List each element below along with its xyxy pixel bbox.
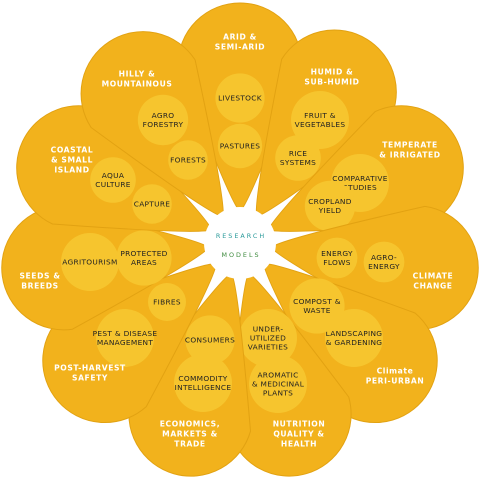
sub-item-bubble <box>185 315 235 365</box>
sub-item-label: AGRITOURISM <box>62 258 117 267</box>
sub-item-label: LANDSCAPING& GARDENING <box>326 329 383 347</box>
sub-item-label: AGRO-ENERGY <box>368 253 400 271</box>
petal-title: TEMPERATE& IRRIGATED <box>379 141 440 160</box>
sub-item-label: CAPTURE <box>134 200 171 209</box>
petal-climate-peri-urban: LANDSCAPING& GARDENING COMPOST &WASTE Clim… <box>263 263 438 424</box>
sub-item-bubble <box>304 180 356 232</box>
sub-item-bubble <box>363 241 405 283</box>
sub-item-bubble <box>148 283 186 321</box>
sub-item-bubble <box>249 355 307 413</box>
sub-item-bubble <box>275 135 321 181</box>
petal-arid: LIVESTOCK PASTURES ARID &SEMI-ARID <box>177 2 303 212</box>
petal-title: ARID &SEMI-ARID <box>215 33 265 52</box>
sub-item-bubble <box>174 354 232 412</box>
sub-item-bubble <box>291 91 349 149</box>
sub-item-bubble <box>137 94 189 146</box>
sub-item-label: PASTURES <box>220 142 261 151</box>
center-circle <box>204 207 276 279</box>
petal-title: SEEDS &BREEDS <box>19 272 60 291</box>
center-label-research: RESEARCH <box>216 232 266 240</box>
petal-title: ECONOMICS,MARKETS &TRADE <box>160 420 220 449</box>
sub-item-bubble <box>116 230 172 286</box>
sub-item-bubble <box>325 309 383 367</box>
sub-item-bubble <box>289 278 345 334</box>
sub-item-bubble <box>61 233 119 291</box>
sub-item-label: LIVESTOCK <box>218 94 262 103</box>
sub-item-bubble <box>168 140 208 180</box>
petal-title: HUMID &SUB-HUMID <box>304 68 359 87</box>
sub-item-label: FRUIT &VEGETABLES <box>295 111 346 129</box>
sub-item-bubble <box>215 73 265 123</box>
sub-item-label: CONSUMERS <box>185 336 235 345</box>
sub-item-bubble <box>316 237 358 279</box>
sub-item-label: COMPOST &WASTE <box>293 297 341 315</box>
petal-title: HILLY &MOUNTAINOUS <box>102 70 173 89</box>
center-label-models: MODELS <box>221 251 260 259</box>
sub-item-bubble <box>217 123 263 169</box>
sub-item-bubble <box>239 309 297 367</box>
sub-item-bubble <box>96 309 154 367</box>
sub-item-label: FORESTS <box>170 156 206 165</box>
sub-item-bubble <box>90 157 136 203</box>
sub-item-label: FIBRES <box>153 298 181 307</box>
center-hub: RESEARCH MODELS <box>204 207 276 279</box>
sub-item-bubble <box>132 184 172 224</box>
